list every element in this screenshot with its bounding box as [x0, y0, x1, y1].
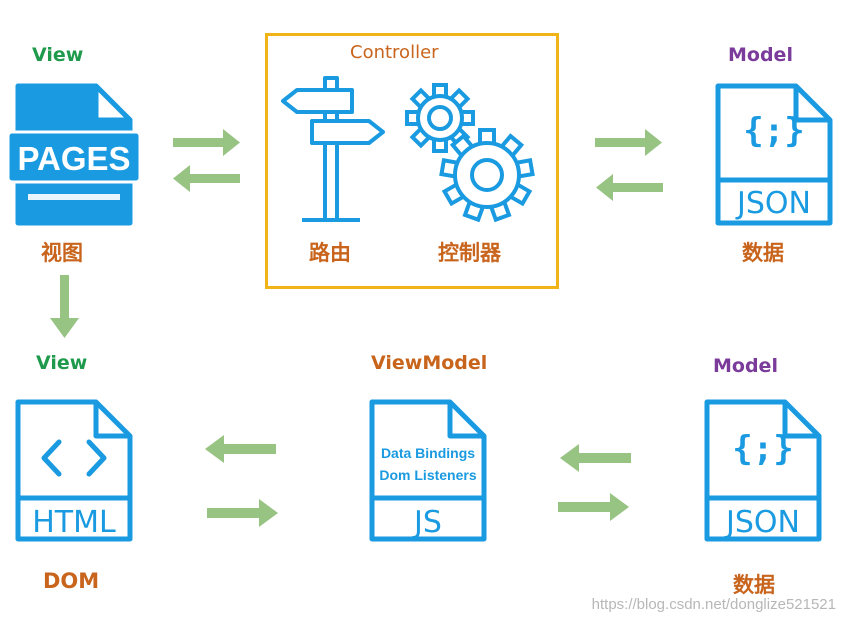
arrow-view-down: [50, 275, 79, 338]
arrow-view-to-controller: [173, 129, 240, 156]
pages-icon-text: PAGES: [17, 140, 130, 177]
viewmodel-line2: Dom Listeners: [379, 467, 476, 483]
json-document-icon-bottom: {;} JSON: [707, 402, 819, 540]
gears-icon: [405, 83, 535, 223]
watermark: https://blog.csdn.net/donglize521521: [591, 596, 836, 613]
mvvm-view-caption: DOM: [43, 569, 100, 593]
pages-document-icon: PAGES: [6, 83, 142, 226]
arrow-controller-to-model: [595, 129, 662, 156]
json-document-icon-top: {;} JSON: [718, 86, 830, 223]
viewmodel-title: ViewModel: [371, 352, 488, 374]
arrow-dom-to-viewmodel: [207, 499, 278, 527]
svg-text:{;}: {;}: [732, 429, 793, 469]
viewmodel-line1: Data Bindings: [381, 445, 475, 461]
js-icon-text: JS: [412, 505, 442, 540]
mvvm-view-title: View: [36, 352, 88, 374]
controller-caption: 控制器: [438, 241, 501, 265]
js-document-icon: Data Bindings Dom Listeners JS: [372, 402, 484, 540]
arrow-controller-to-view: [173, 165, 240, 192]
mvvm-model-caption: 数据: [733, 573, 775, 597]
arrow-viewmodel-to-dom: [205, 435, 276, 463]
html-document-icon: HTML: [18, 402, 130, 540]
json-icon-text-top: JSON: [735, 186, 811, 221]
html-icon-text: HTML: [32, 505, 116, 540]
mvc-model-caption: 数据: [742, 241, 784, 265]
svg-text:{;}: {;}: [743, 111, 804, 151]
mvvm-model-title: Model: [713, 355, 778, 377]
json-icon-text-bottom: JSON: [724, 505, 800, 540]
mvc-view-caption: 视图: [41, 241, 83, 265]
arrow-model-to-viewmodel: [560, 444, 631, 472]
controller-title: Controller: [350, 42, 439, 63]
controller-box: [265, 33, 559, 289]
arrow-viewmodel-to-model: [558, 493, 629, 521]
signpost-icon: [281, 76, 385, 222]
arrow-model-to-controller: [596, 174, 663, 201]
mvc-model-title: Model: [728, 44, 793, 66]
mvc-view-title: View: [32, 44, 84, 66]
router-caption: 路由: [309, 241, 351, 265]
